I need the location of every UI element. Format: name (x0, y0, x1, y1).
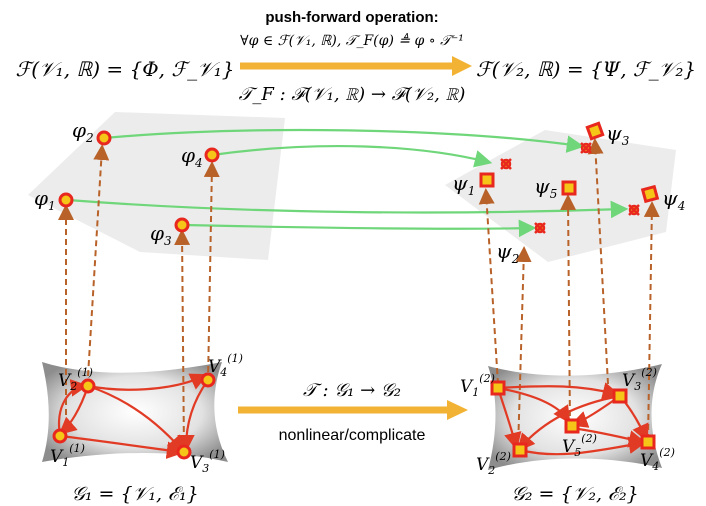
v2-2-label: V2(2) (476, 450, 511, 477)
v1-1-label: V1(1) (50, 442, 85, 469)
left-function-space: ℱ(𝒱₁, ℝ) = {Φ, ℱ_𝒱₁} (16, 57, 235, 81)
map-phi4-psi1 (211, 144, 493, 168)
link-v5-psi5 (560, 194, 577, 427)
phi-node (174, 217, 190, 233)
arrival-mark (500, 158, 512, 170)
arrival-mark (628, 204, 640, 216)
phi1-label: φ1 (34, 186, 56, 213)
v4-2-label: V4(2) (640, 446, 675, 473)
phi-node (58, 192, 74, 208)
graph1-vertex (200, 372, 216, 388)
link-v2-psi2 (515, 246, 532, 451)
link-v1-psi1 (478, 188, 499, 385)
map-phi3-psi2 (183, 219, 537, 238)
graph1-vertex (52, 428, 68, 444)
psi-node (585, 121, 605, 141)
link-v4-phi4 (203, 161, 220, 383)
graph-transform-arrow (238, 400, 468, 420)
v5-2-label: V5(2) (562, 432, 597, 459)
psi-node (561, 180, 577, 196)
header-definition: ∀φ ∈ ℱ(𝒱₁, ℝ), 𝒯_F(φ) ≜ φ ∘ 𝒯⁻¹ (240, 33, 464, 49)
v3-2-label: V3(2) (622, 366, 657, 393)
right-function-space: ℱ(𝒱₂, ℝ) = {Ψ, ℱ_𝒱₂} (476, 57, 696, 81)
link-v3-phi3 (174, 229, 191, 453)
psi1-label: ψ1 (452, 171, 475, 198)
v1-2-label: V1(2) (460, 372, 495, 399)
phi-node (204, 147, 220, 163)
header-title: push-forward operation: (265, 9, 438, 26)
graph-transform-label: 𝒯 : 𝒢₁ → 𝒢₂ (303, 380, 401, 401)
psi-node (479, 172, 495, 188)
psi3-label: ψ3 (606, 121, 630, 148)
graph1-vertex (176, 444, 192, 460)
graph1-caption: 𝒢₁ = {𝒱₁, ℰ₁} (71, 483, 198, 505)
v4-1-label: V4(1) (208, 352, 243, 379)
push-forward-operator: 𝒯_F : ℱ(𝒱₁, ℝ) → ℱ(𝒱₂, ℝ) (239, 84, 466, 105)
graph2-vertex (490, 380, 506, 396)
push-forward-mappings (67, 128, 629, 238)
graph2-vertex (564, 418, 580, 434)
phi2-label: φ2 (72, 118, 94, 145)
vertex-function-links (58, 138, 660, 453)
graph2-vertex (640, 434, 656, 450)
left-function-plane (28, 112, 285, 260)
arrival-mark (580, 142, 592, 154)
graph1-vertex (80, 378, 96, 394)
map-phi2-psi3 (103, 128, 585, 153)
psi-node (640, 184, 660, 204)
arrival-marks (500, 142, 640, 234)
psi2-label: ψ2 (496, 239, 519, 266)
psi5-label: ψ5 (534, 174, 557, 201)
psi4-label: ψ4 (662, 186, 685, 213)
phi-node (96, 130, 112, 146)
v3-1-label: V3(1) (190, 448, 225, 475)
phi4-label: φ4 (181, 143, 203, 170)
graph2-vertex (512, 442, 528, 458)
link-v2-phi2 (87, 144, 110, 377)
phi3-label: φ3 (150, 221, 172, 248)
v2-1-label: V2(1) (58, 366, 93, 393)
graph2-vertex (612, 388, 628, 404)
right-function-plane (445, 130, 676, 262)
map-phi1-psi4 (67, 198, 629, 219)
link-v3-psi3 (587, 138, 609, 385)
graph2-caption: 𝒢₂ = {𝒱₂, ℰ₂} (511, 483, 638, 505)
graph-transform-caption: nonlinear/complicate (279, 427, 426, 444)
arrival-mark (534, 222, 546, 234)
link-v4-psi4 (643, 201, 660, 441)
push-forward-arrow (240, 56, 472, 76)
